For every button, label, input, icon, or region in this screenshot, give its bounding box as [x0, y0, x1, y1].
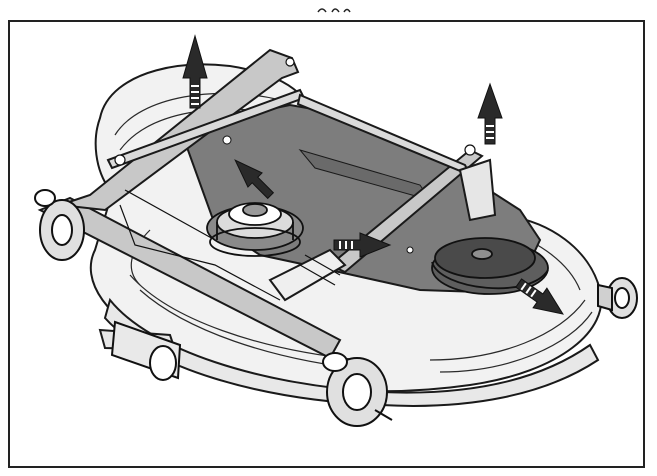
- cutoff-caption-fragment: [317, 8, 351, 13]
- arrow-lift-right-rear-icon: [477, 82, 503, 145]
- arrow-pulley-arm-icon: [234, 159, 275, 200]
- arrow-lift-left-rear-icon: [182, 34, 208, 109]
- linkage-details: [114, 57, 476, 301]
- gauge-wheel-right: [597, 277, 638, 319]
- front-roller: [110, 320, 182, 381]
- plate-bolt: [406, 246, 414, 254]
- arrow-belt-pull-icon: [515, 278, 564, 315]
- arrow-belt-guard-icon: [333, 232, 392, 258]
- gauge-wheel-left: [34, 189, 85, 261]
- plate-bolt: [222, 135, 232, 145]
- right-pulley: [431, 237, 549, 295]
- gauge-wheel-front: [322, 352, 393, 427]
- center-pulley: [206, 202, 304, 257]
